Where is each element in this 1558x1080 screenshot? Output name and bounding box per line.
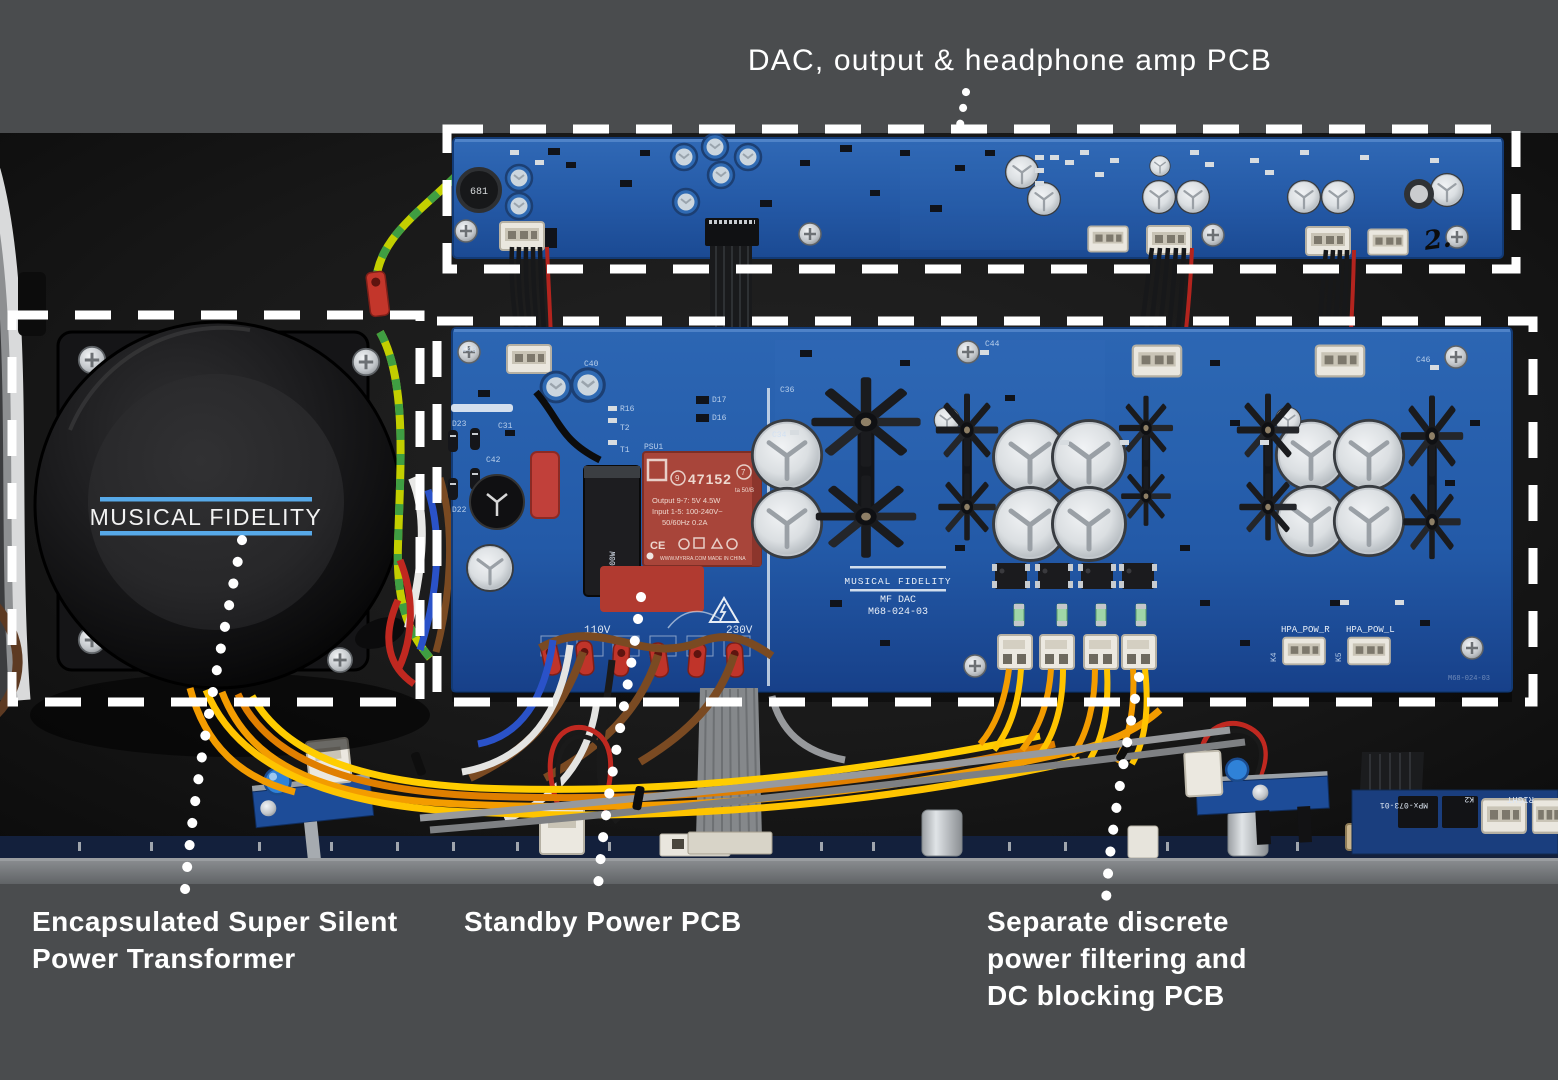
reference-designators: C43 C40 D17 D16 R16 T2 T1 C42 C31 D23 D2… — [452, 340, 1431, 515]
leader-standby — [592, 592, 646, 907]
ref-c43: C43 — [462, 346, 477, 355]
ref-t1: T1 — [620, 446, 630, 455]
transformer-brand: MUSICAL FIDELITY — [90, 504, 323, 530]
ref-t2: T2 — [620, 424, 630, 433]
hpa-pow-l-label: HPA_POW_L — [1346, 625, 1395, 635]
ref-c40: C40 — [584, 360, 599, 369]
far-right-pcb: MPx-073-01 RIGHT K2 — [1345, 752, 1558, 855]
pcb-part-number: MPx-073-01 — [1380, 800, 1428, 809]
ref-d16: D16 — [712, 414, 727, 423]
callout-line: DC blocking PCB — [987, 980, 1225, 1011]
ref-c42: C42 — [486, 456, 501, 465]
ribbon-connector — [705, 218, 759, 246]
smd-resistors — [608, 350, 1439, 605]
red-resistor — [530, 451, 560, 519]
power-filtering-section: MUSICAL FIDELITY MF DAC M68-024-03 HPA_P… — [751, 344, 1490, 683]
inductor — [456, 167, 502, 213]
electrolytic-caps — [1003, 153, 1466, 218]
psu-cert: CE — [650, 540, 665, 552]
transformer-face — [88, 374, 344, 630]
transformer-box — [7, 310, 425, 707]
channel-label: RIGHT — [1506, 794, 1534, 804]
leader-transformer — [179, 535, 247, 907]
front-panel-strip — [0, 809, 1558, 862]
silkscreen-block: MUSICAL FIDELITY MF DAC M68-024-03 — [844, 566, 951, 618]
callout-line: Power Transformer — [32, 943, 296, 974]
pcb-brand: MUSICAL FIDELITY — [844, 576, 951, 587]
psu-footer: WWW.MYRRA.COM MADE IN CHINA — [660, 556, 746, 562]
capacitor — [921, 809, 963, 857]
black-jumper-wire — [533, 389, 602, 464]
corner-part-number: M68-024-03 — [1448, 675, 1490, 683]
main-pcb-box — [432, 316, 1538, 707]
pcb-part-number: M68-024-03 — [868, 607, 928, 618]
psu-temp: ta 50/B — [735, 488, 754, 494]
red-block — [600, 566, 704, 612]
connector-ref: K2 — [1464, 794, 1474, 803]
psu-rating: 50/60Hz 0.2A — [662, 518, 707, 527]
handwritten-mark: 2. — [1421, 223, 1453, 257]
dac-pcb: 681 2. — [452, 132, 1504, 259]
power-transformer: MUSICAL FIDELITY — [33, 320, 405, 690]
ref-d22: D22 — [452, 506, 467, 515]
callout-line: power filtering and — [987, 943, 1247, 974]
ref-psu1: PSU1 — [644, 443, 663, 452]
transformer-side-wires — [385, 476, 454, 687]
zip-tie — [410, 751, 426, 776]
leader-lines — [179, 88, 1144, 907]
psu-module: 9 7 47152 ta 50/B Output 9-7: 5V 4.5W In… — [642, 451, 762, 567]
lower-wiring — [186, 632, 1246, 855]
ref-c44: C44 — [985, 340, 1000, 349]
brand-rule-top — [100, 497, 312, 502]
connector-ref-k5: K5 — [1335, 652, 1344, 662]
psu-output: Output 9-7: 5V 4.5W — [652, 496, 721, 505]
hpa-pow-r-label: HPA_POW_R — [1281, 625, 1330, 635]
smd-resistors — [510, 150, 1439, 186]
callout-line: Separate discrete — [987, 906, 1229, 937]
connector-ref-k4: K4 — [1270, 652, 1279, 662]
callout-standby: Standby Power PCB — [464, 906, 742, 937]
callout-line: Encapsulated Super Silent — [32, 906, 398, 937]
bottom-band — [0, 884, 1558, 1080]
svg-text:9: 9 — [675, 474, 680, 483]
callout-filtering: Separate discrete power filtering and DC… — [987, 903, 1247, 1014]
psu-input: Input 1-5: 100-240V~ — [652, 507, 723, 516]
highlight-boxes — [7, 124, 1538, 707]
ref-c31: C31 — [498, 422, 513, 431]
white-connector — [1183, 749, 1224, 798]
inductor-value: 681 — [470, 187, 488, 198]
psu-part: 47152 — [688, 471, 732, 487]
smd-components — [543, 145, 995, 248]
brand-rule-bottom — [100, 531, 312, 536]
callout-transformer: Encapsulated Super Silent Power Transfor… — [32, 903, 398, 977]
ref-d17: D17 — [712, 396, 727, 405]
svg-text:7: 7 — [741, 468, 746, 477]
ref-c34: C34 — [772, 431, 787, 440]
warning-triangle-icon — [708, 596, 740, 623]
pcb-model: MF DAC — [880, 595, 916, 606]
leader-filtering — [1101, 672, 1144, 907]
smd-components — [478, 350, 1480, 646]
ref-c36: C36 — [780, 386, 795, 395]
main-pcb: FTC400W 9 7 47152 ta 50/B Output 9-7: 5V… — [448, 327, 1513, 702]
callout-dac-pcb: DAC, output & headphone amp PCB — [747, 44, 1273, 77]
chassis-front-edge — [0, 858, 1558, 886]
dac-pcb-box — [442, 124, 1521, 274]
standby-power-section: FTC400W 9 7 47152 ta 50/B Output 9-7: 5V… — [448, 344, 762, 679]
zip-tie — [632, 785, 645, 811]
ref-d23: D23 — [452, 420, 467, 429]
ref-c46: C46 — [1416, 356, 1431, 365]
white-connector — [1127, 825, 1159, 859]
ref-r16: R16 — [620, 405, 635, 414]
